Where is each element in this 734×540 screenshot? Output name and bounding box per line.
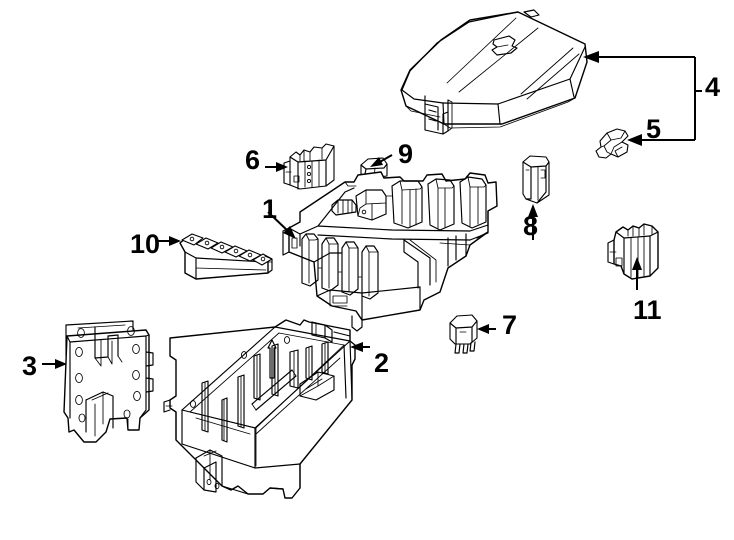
part-connector-housing — [607, 223, 659, 280]
callout-label-2: 2 — [374, 348, 390, 378]
part-cartridge-fuse — [522, 155, 550, 204]
part-lower-housing-tray — [163, 319, 356, 499]
leader-1 — [267, 211, 296, 239]
leader-6 — [265, 162, 288, 172]
leader-11 — [632, 257, 642, 290]
part-fuse-block-assembly — [282, 171, 498, 332]
part-retaining-clip — [595, 128, 629, 159]
part-cover-assembly — [400, 9, 588, 135]
callout-label-9: 9 — [398, 139, 414, 169]
leader-4-bracket — [583, 51, 702, 146]
callout-label-3: 3 — [22, 351, 38, 381]
callout-label-11: 11 — [633, 295, 662, 325]
callout-label-1: 1 — [262, 194, 278, 224]
leader-10 — [156, 236, 181, 246]
part-relay-connector-block — [283, 143, 335, 190]
callout-label-4: 4 — [705, 72, 721, 102]
leader-8 — [528, 204, 538, 240]
leader-2 — [350, 342, 370, 352]
callout-label-6: 6 — [245, 145, 261, 175]
callout-label-8: 8 — [523, 211, 539, 241]
leader-9 — [370, 154, 393, 167]
leader-3 — [42, 359, 67, 369]
callout-label-10: 10 — [130, 229, 161, 259]
part-mounting-bracket — [63, 320, 154, 443]
callout-label-5: 5 — [646, 114, 662, 144]
part-fuse-terminal-strip — [179, 233, 273, 280]
part-mini-fuse — [449, 314, 478, 354]
callout-label-7: 7 — [502, 310, 518, 340]
leader-7 — [477, 324, 496, 334]
